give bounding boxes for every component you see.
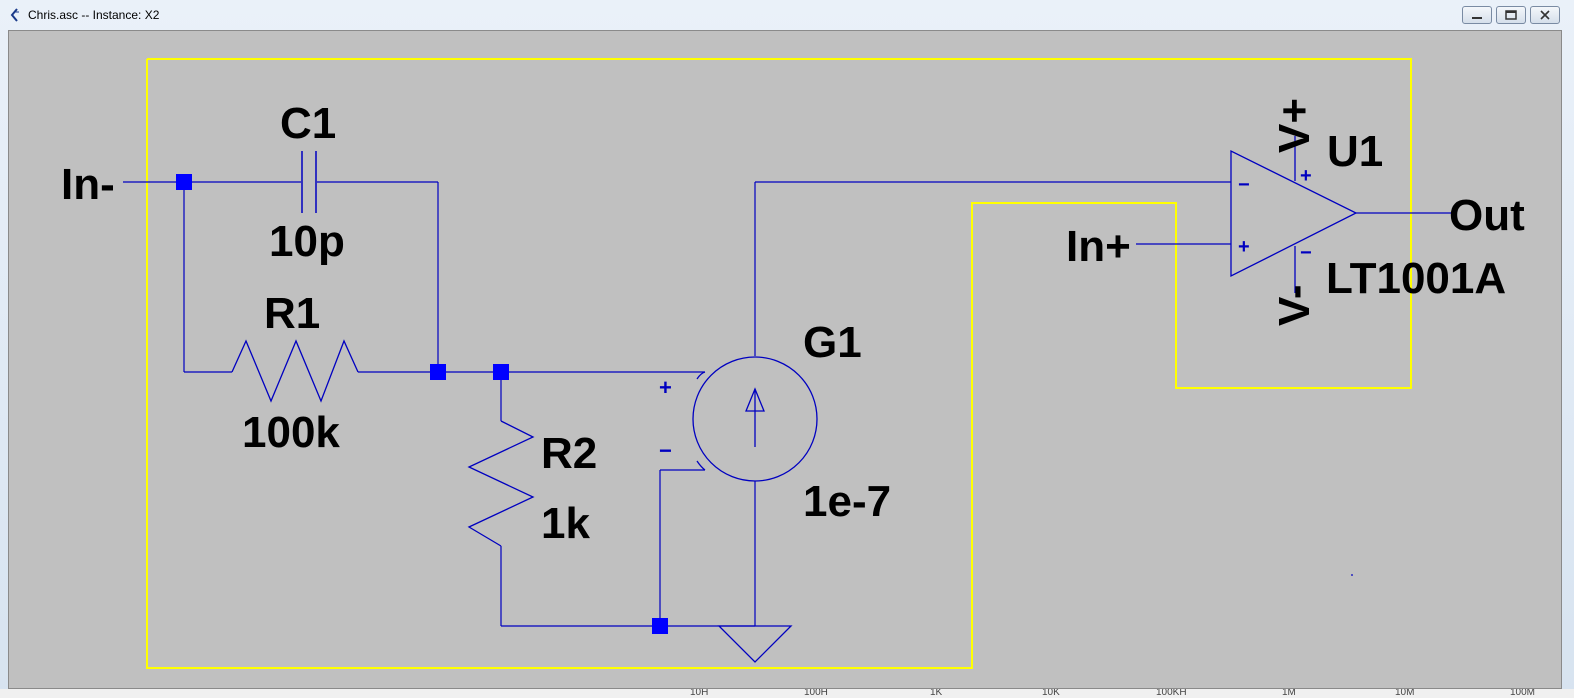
minimize-button[interactable] [1462, 6, 1492, 24]
window-title: Chris.asc -- Instance: X2 [28, 8, 160, 22]
u1-vplus-sign: + [1300, 165, 1312, 187]
label-u1-ref: U1 [1327, 127, 1383, 176]
g1-plus-sign: + [659, 375, 672, 400]
ruler-label: 100M [1510, 689, 1536, 698]
schematic-drawing[interactable]: + − − + + − In- C1 10p R1 100k R2 1k G1 … [9, 31, 1562, 689]
maximize-button[interactable] [1496, 6, 1526, 24]
label-v-plus: V+ [1270, 98, 1319, 153]
ruler-label: 10M [1395, 689, 1415, 698]
title-bar[interactable]: Chris.asc -- Instance: X2 [0, 0, 1574, 30]
label-c1-ref: C1 [280, 99, 336, 148]
u1-inv-sign: − [1238, 174, 1250, 196]
ruler-label: 1K [930, 689, 943, 698]
ltspice-icon [10, 8, 19, 22]
ruler-label: 100H [804, 689, 828, 698]
close-button[interactable] [1530, 6, 1560, 24]
pin-signs: + − − + + − [659, 165, 1312, 463]
opamp-u1[interactable] [1230, 136, 1358, 293]
u1-vminus-sign: − [1300, 242, 1312, 264]
close-icon [1540, 10, 1550, 20]
label-g1-value: 1e-7 [803, 477, 891, 526]
label-u1-value: LT1001A [1326, 254, 1506, 303]
schematic-canvas[interactable]: + − − + + − In- C1 10p R1 100k R2 1k G1 … [8, 30, 1562, 689]
junctions [176, 174, 668, 634]
label-r1-ref: R1 [264, 289, 320, 338]
wires [123, 181, 1451, 627]
label-in-plus: In+ [1066, 222, 1131, 271]
label-r2-value: 1k [541, 499, 590, 548]
ruler-label: 1M [1282, 689, 1296, 698]
ruler-label: 10H [690, 689, 709, 698]
restore-icon [1505, 10, 1517, 20]
current-source-g1[interactable] [692, 356, 818, 482]
label-r1-value: 100k [242, 408, 340, 457]
u1-noninv-sign: + [1238, 236, 1250, 258]
label-out: Out [1449, 191, 1525, 240]
frequency-ruler: 10H 100H 1K 10K 100KH 1M 10M 100M [0, 689, 1574, 698]
ruler-label: 100KH [1156, 689, 1187, 698]
label-v-minus: V- [1270, 284, 1319, 326]
label-r2-ref: R2 [541, 429, 597, 478]
g1-minus-sign: − [659, 438, 672, 463]
capacitor-c1[interactable] [301, 151, 317, 213]
minimize-icon [1472, 17, 1482, 19]
label-in-minus: In- [61, 160, 115, 209]
ruler-label: 10K [1042, 689, 1060, 698]
yellow-border-box [146, 58, 1412, 669]
resistor-r2[interactable] [467, 420, 535, 547]
resistor-r1[interactable] [231, 339, 359, 403]
label-g1-ref: G1 [803, 318, 862, 367]
ground-symbol [717, 625, 793, 663]
label-c1-value: 10p [269, 217, 345, 266]
